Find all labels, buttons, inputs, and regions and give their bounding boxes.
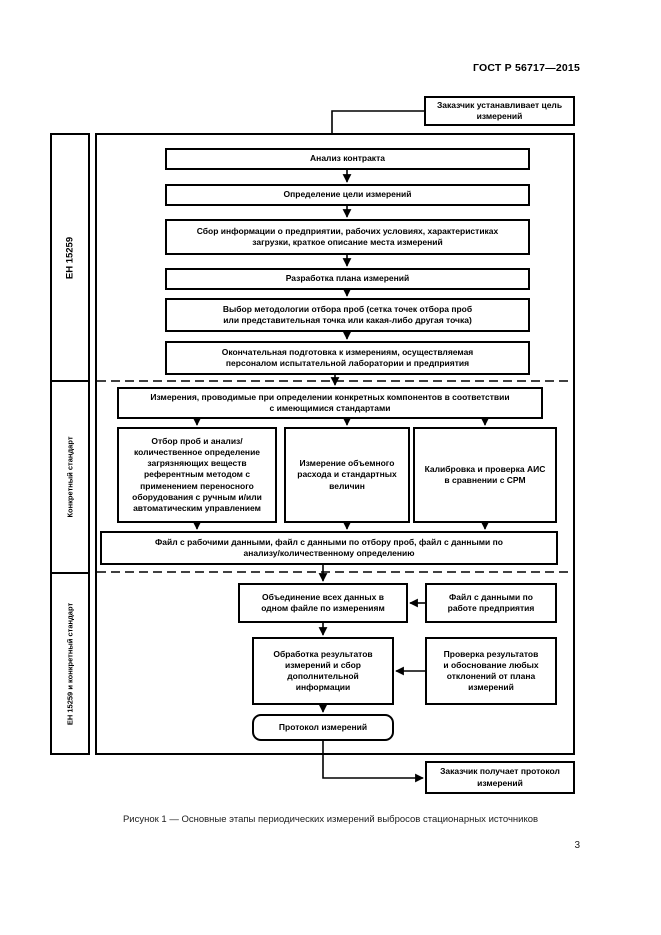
step-measurements: Измерения, проводимые при определении ко…	[117, 387, 543, 419]
step-results-check: Проверка результатов и обоснование любых…	[425, 637, 557, 705]
step-contract-analysis: Анализ контракта	[165, 148, 530, 170]
step-sampling-analysis: Отбор проб и анализ/количественное опред…	[117, 427, 277, 523]
customer-end-box: Заказчик получает протокол измерений	[425, 761, 575, 794]
sidebar-label: ЕН 15259 и конкретный стандарт	[65, 602, 75, 725]
sidebar-label: ЕН 15259	[64, 236, 76, 279]
step-results-processing: Обработка результатов измерений и сбор д…	[252, 637, 394, 705]
step-data-merge: Объединение всех данных в одном файле по…	[238, 583, 408, 623]
customer-start-box: Заказчик устанавливает цель измерений	[424, 96, 575, 126]
step-data-files: Файл с рабочими данными, файл с данными …	[100, 531, 558, 565]
page-header: ГОСТ Р 56717—2015	[472, 62, 580, 74]
sidebar-section-en15259: ЕН 15259	[50, 133, 90, 382]
step-plan-development: Разработка плана измерений	[165, 268, 530, 290]
sidebar-section-en15259-and-specific: ЕН 15259 и конкретный стандарт	[50, 572, 90, 755]
step-calibration: Калибровка и проверка АИС в сравнении с …	[413, 427, 557, 523]
step-sampling-methodology: Выбор методологии отбора проб (сетка точ…	[165, 298, 530, 332]
step-final-preparation: Окончательная подготовка к измерениям, о…	[165, 341, 530, 375]
figure-caption: Рисунок 1 — Основные этапы периодических…	[122, 814, 539, 825]
step-volume-flow: Измерение объемного расхода и стандартны…	[284, 427, 410, 523]
step-goal-definition: Определение цели измерений	[165, 184, 530, 206]
step-plant-data-file: Файл с данными по работе предприятия	[425, 583, 557, 623]
step-info-collection: Сбор информации о предприятии, рабочих у…	[165, 219, 530, 255]
sidebar-section-specific-standard: Конкретный стандарт	[50, 380, 90, 574]
sidebar-label: Конкретный стандарт	[65, 436, 75, 518]
step-protocol: Протокол измерений	[252, 714, 394, 741]
page-number: 3	[574, 840, 580, 851]
